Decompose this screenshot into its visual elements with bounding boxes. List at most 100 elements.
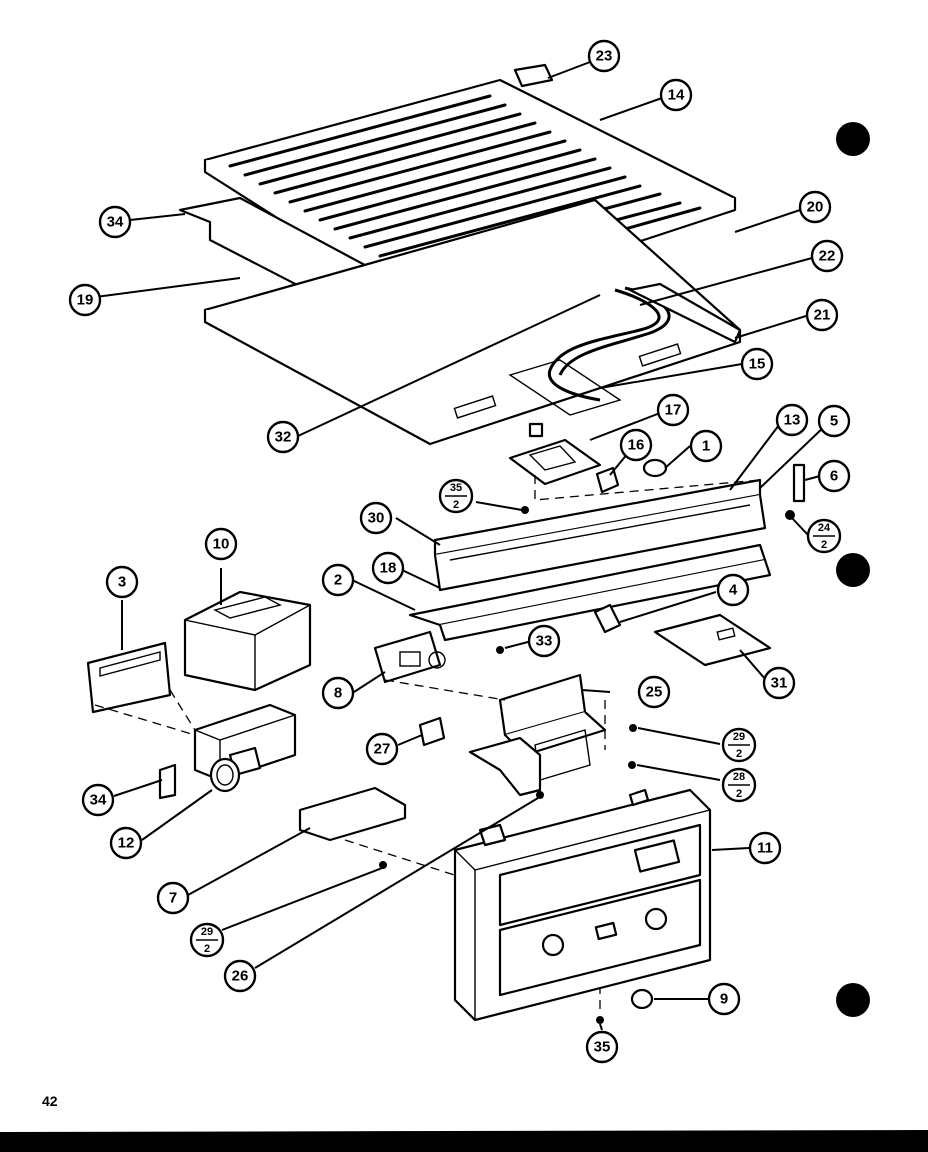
callout-label: 6 [830,468,838,485]
callout-label: 31 [771,675,788,692]
mounting-bracket [298,786,407,842]
fraction-top: 29 [201,926,213,938]
callout-label: 32 [275,429,292,446]
front-channel [433,478,767,592]
page-number: 42 [42,1093,58,1109]
callout-10: 10 [204,527,238,561]
callout-label: 20 [807,199,824,216]
callout-5: 5 [817,404,851,438]
callout-label: 1 [702,438,710,455]
callout-label: 25 [646,684,663,701]
callout-25: 25 [637,675,671,709]
callout-label: 35 [594,1039,611,1056]
callout-33: 33 [527,624,561,658]
callout-6: 6 [817,459,851,493]
fraction-callout-35-2: 35 2 [438,478,474,514]
registration-dot [836,122,870,156]
fraction-callout-28-2: 28 2 [721,767,757,803]
screw [628,761,636,769]
capillary-coil [209,757,241,793]
callout-22: 22 [810,239,844,273]
callout-14: 14 [659,78,693,112]
lamp-housing [508,438,602,486]
screw [379,861,387,869]
callout-7: 7 [156,881,190,915]
bracket-plate [653,613,772,667]
callout-label: 10 [213,536,230,553]
callout-label: 4 [729,582,738,599]
callout-26: 26 [223,959,257,993]
callout-16: 16 [619,428,653,462]
callout-label: 7 [169,890,177,907]
clip [158,763,177,800]
callout-label: 21 [814,307,831,324]
callout-23: 23 [587,39,621,73]
label-plate [86,641,172,714]
thermostat-housing [193,703,297,782]
light-bulb [642,458,668,478]
callout-13: 13 [775,403,809,437]
callout-label: 34 [107,214,124,231]
lamp-socket [595,466,620,494]
switch [373,630,442,684]
ceiling-plate [203,198,742,446]
callout-35: 35 [585,1030,619,1064]
callout-label: 19 [77,292,94,309]
callout-21: 21 [805,298,839,332]
fraction-bottom: 2 [736,788,742,800]
callout-34: 34 [98,205,132,239]
screw [521,506,529,514]
callout-label: 34 [90,792,107,809]
screw [596,1016,604,1024]
callout-12: 12 [109,826,143,860]
screw [496,646,504,654]
callout-32: 32 [266,420,300,454]
callout-18: 18 [371,551,405,585]
leader-lines [87,61,828,1031]
callout-label: 15 [749,356,766,373]
callout-11: 11 [748,831,782,865]
callout-19: 19 [68,283,102,317]
callout-label: 9 [720,991,728,1008]
fraction-top: 29 [733,731,745,743]
callout-label: 12 [118,835,135,852]
trim-strip [408,543,772,642]
nut [528,422,544,438]
fraction-callout-24-2: 24 2 [806,518,842,554]
fraction-top: 24 [818,522,831,534]
callout-label: 30 [368,510,385,527]
callout-17: 17 [656,393,690,427]
screw [629,724,637,732]
callout-label: 23 [596,48,613,65]
callout-label: 2 [334,572,342,589]
callout-label: 33 [536,633,553,650]
callout-label: 13 [784,412,801,429]
callout-2: 2 [321,563,355,597]
callout-4: 4 [716,573,750,607]
callout-label: 8 [334,685,342,702]
callout-3: 3 [105,565,139,599]
callout-label: 22 [819,248,836,265]
registration-dot [836,983,870,1017]
clip [593,603,622,634]
fraction-bottom: 2 [821,539,827,551]
callout-label: 11 [757,840,773,857]
callout-label: 5 [830,413,838,430]
screw [536,791,544,799]
fraction-bottom: 2 [736,748,742,760]
callout-9: 9 [707,982,741,1016]
plug [418,716,446,747]
callout-label: 16 [628,437,645,454]
fraction-bottom: 2 [204,943,210,955]
callout-1: 1 [689,429,723,463]
callout-label: 3 [118,574,126,591]
callout-8: 8 [321,676,355,710]
callout-20: 20 [798,190,832,224]
callout-label: 26 [232,968,249,985]
callout-label: 14 [668,87,685,104]
tab-part [513,63,554,88]
fraction-callout-29-2-lower: 29 2 [189,922,225,958]
control-cover-box [183,590,312,692]
fraction-top: 28 [733,771,745,783]
callout-34: 34 [81,783,115,817]
